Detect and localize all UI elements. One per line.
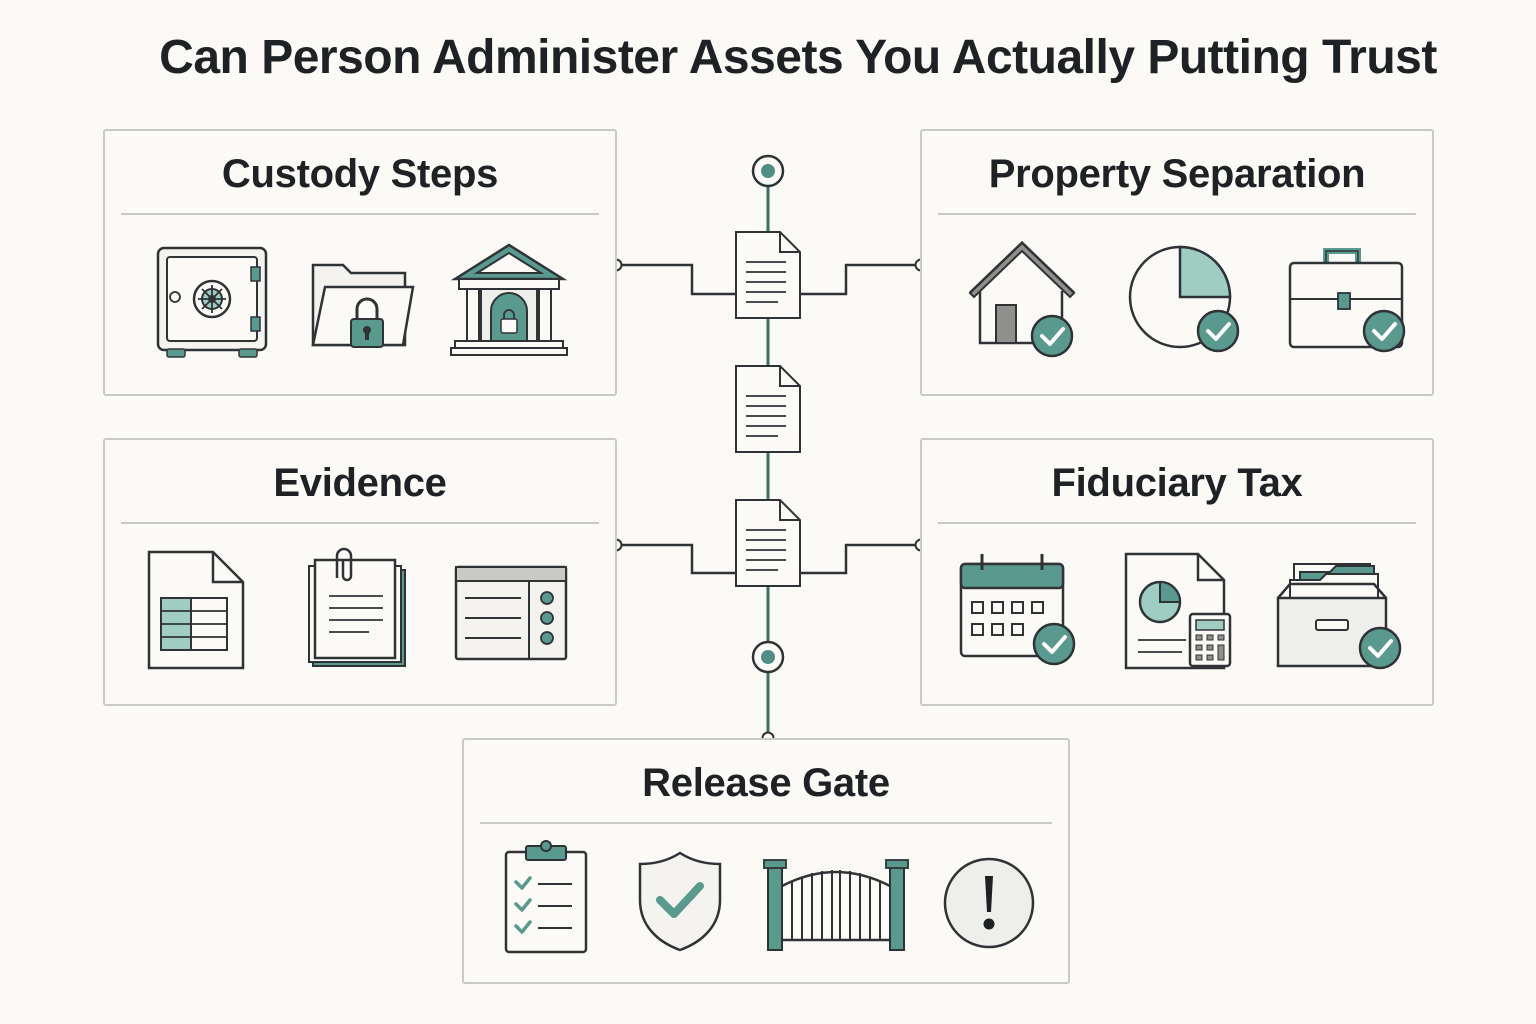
evidence-title: Evidence bbox=[121, 458, 599, 524]
gate-icon bbox=[763, 858, 909, 954]
briefcase-check-icon bbox=[1286, 245, 1410, 361]
custody-steps-panel: Custody Steps bbox=[103, 129, 617, 396]
tax-report-calculator-icon bbox=[1124, 552, 1236, 672]
pie-chart-check-icon bbox=[1128, 245, 1244, 365]
shield-check-icon bbox=[636, 850, 724, 954]
ledger-list-icon bbox=[453, 564, 569, 664]
fiduciary-tax-title: Fiduciary Tax bbox=[938, 458, 1416, 524]
timeline-start-node bbox=[751, 154, 785, 188]
house-check-icon bbox=[966, 239, 1082, 363]
custody-steps-title: Custody Steps bbox=[121, 149, 599, 215]
document-icon bbox=[735, 365, 801, 453]
locked-bank-icon bbox=[449, 241, 569, 361]
warning-exclamation-icon bbox=[942, 856, 1036, 950]
property-separation-title: Property Separation bbox=[938, 149, 1416, 215]
safe-icon bbox=[155, 245, 271, 361]
locked-folder-icon bbox=[309, 257, 417, 357]
release-gate-title: Release Gate bbox=[480, 758, 1052, 824]
spreadsheet-document-icon bbox=[147, 550, 247, 670]
page-title: Can Person Administer Assets You Actuall… bbox=[159, 31, 1437, 84]
fiduciary-tax-panel: Fiduciary Tax bbox=[920, 438, 1434, 706]
timeline-end-node bbox=[751, 640, 785, 674]
property-separation-panel: Property Separation bbox=[920, 129, 1434, 396]
release-gate-panel: Release Gate bbox=[462, 738, 1070, 984]
checklist-clipboard-icon bbox=[502, 840, 590, 956]
calendar-check-icon bbox=[958, 550, 1082, 670]
file-box-check-icon bbox=[1274, 558, 1410, 674]
evidence-panel: Evidence bbox=[103, 438, 617, 706]
document-icon bbox=[735, 499, 801, 587]
clipped-papers-icon bbox=[303, 547, 411, 670]
document-icon bbox=[735, 231, 801, 319]
